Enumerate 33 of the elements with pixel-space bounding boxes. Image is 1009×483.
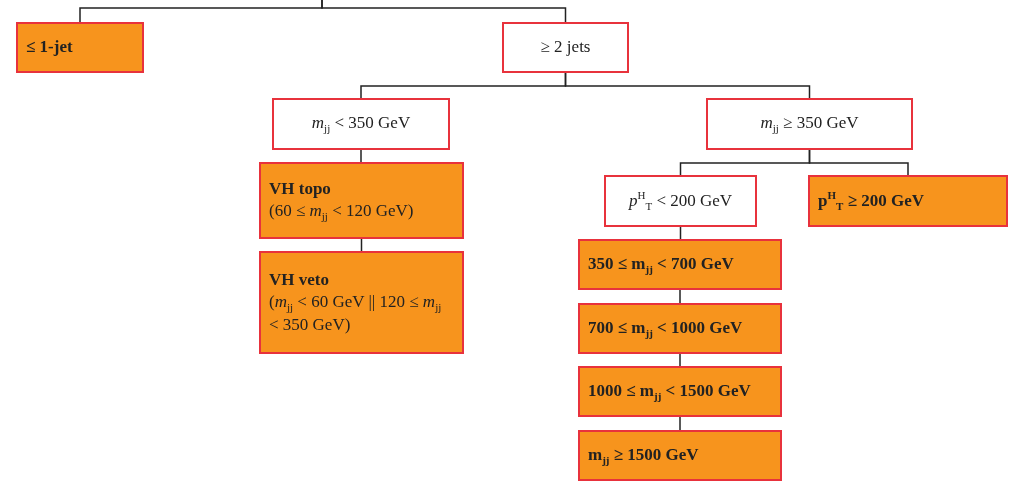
connector-line [360, 149, 362, 163]
box-label: VH veto [269, 268, 330, 291]
connector-line [321, 0, 567, 23]
category-box [578, 430, 782, 481]
connector-line [679, 353, 681, 367]
box-label: ≤ 1-jet [26, 36, 74, 59]
box-label: 700 ≤ m$_{jj}$ < 1000 GeV [588, 316, 744, 341]
box-label: m$_{jj}$ ≥ 350 GeV [760, 112, 859, 136]
box-label: p$^{H}$$_{T}$ < 200 GeV [628, 188, 733, 214]
criterion-box [502, 22, 629, 73]
category-box [808, 175, 1008, 227]
connector-line [679, 289, 681, 304]
connector-line [564, 72, 811, 99]
box-label: m$_{jj}$ < 350 GeV [311, 112, 411, 136]
category-box [16, 22, 144, 73]
box-label: 1000 ≤ m$_{jj}$ < 1500 GeV [588, 379, 752, 404]
connector-line [679, 416, 681, 431]
criterion-box [272, 98, 450, 150]
connector-line [808, 149, 909, 176]
box-label: VH topo [269, 177, 332, 200]
box-note: (m$_{jj}$ < 60 GeV || 120 ≤ m$_{jj}$ < 350 GeV) [269, 290, 443, 337]
category-box [578, 366, 782, 417]
box-label: 350 ≤ m$_{jj}$ < 700 GeV [588, 252, 735, 277]
category-box [578, 239, 782, 290]
box-label: m$_{jj}$ ≥ 1500 GeV [588, 443, 700, 468]
box-label: p$^{H}$$_{T}$ ≥ 200 GeV [818, 188, 925, 214]
box-label: ≥ 2 jets [540, 36, 591, 59]
box-note: (60 ≤ m$_{jj}$ < 120 GeV) [269, 199, 415, 224]
criterion-box [604, 175, 757, 227]
criterion-box [706, 98, 913, 150]
category-box [578, 303, 782, 354]
category-box [259, 251, 464, 354]
category-box [259, 162, 464, 239]
